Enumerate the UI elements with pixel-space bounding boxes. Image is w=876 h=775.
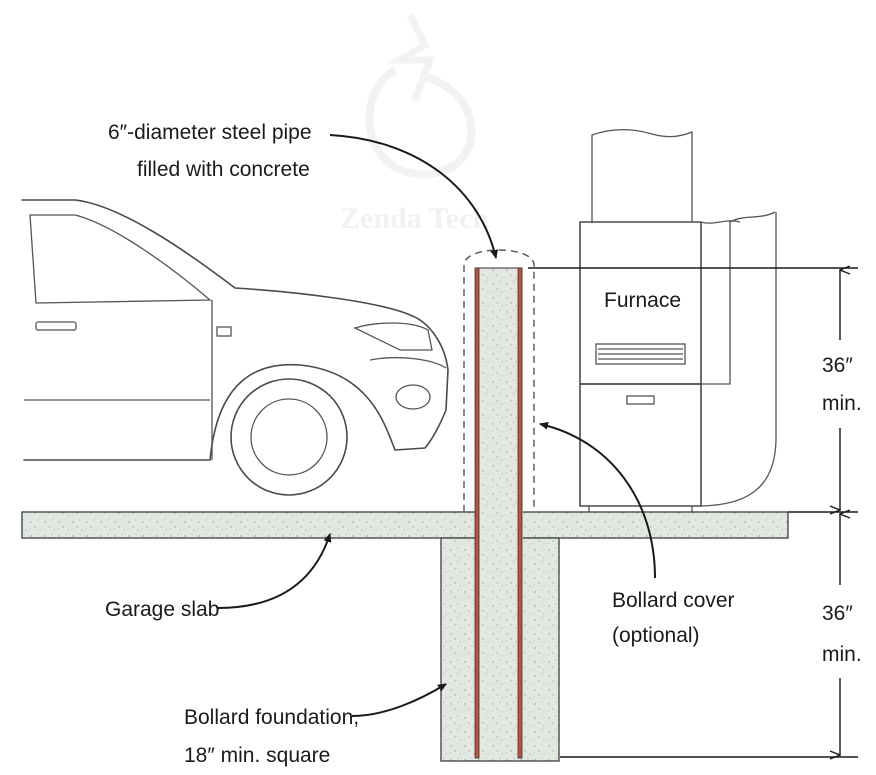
furnace bbox=[579, 128, 777, 512]
cover-label-line1: Bollard cover bbox=[612, 589, 735, 612]
foundation-label-line1: Bollard foundation, bbox=[184, 706, 359, 729]
slab-leader-arrow bbox=[217, 533, 332, 609]
garage-slab bbox=[21, 511, 789, 539]
steel-pipe-left-wall bbox=[474, 267, 480, 759]
watermark-logo: Zenda Tech bbox=[340, 13, 490, 235]
cover-leader-arrow bbox=[539, 421, 656, 579]
concrete-fill bbox=[477, 268, 523, 758]
steel-pipe-right-wall bbox=[517, 267, 523, 759]
bollard-cover bbox=[463, 249, 535, 512]
dim-bottom-value: 36″ bbox=[822, 602, 853, 625]
slab-label: Garage slab bbox=[105, 598, 219, 621]
car bbox=[21, 199, 449, 496]
dim-bottom-unit: min. bbox=[822, 643, 862, 666]
dimension-lines bbox=[528, 268, 858, 757]
watermark-text: Zenda Tech bbox=[340, 202, 490, 235]
dim-top-value: 36″ bbox=[822, 354, 853, 377]
pipe-label-line2: filled with concrete bbox=[137, 158, 310, 181]
pipe-label-line1: 6″-diameter steel pipe bbox=[108, 121, 312, 144]
foundation-label-line2: 18″ min. square bbox=[184, 744, 330, 767]
furnace-label: Furnace bbox=[604, 289, 681, 312]
dim-top-unit: min. bbox=[822, 392, 862, 415]
leader-arrows bbox=[217, 134, 656, 717]
cover-label-line2: (optional) bbox=[612, 624, 700, 647]
foundation-leader-arrow bbox=[351, 683, 447, 717]
pipe-leader-arrow bbox=[329, 134, 499, 259]
